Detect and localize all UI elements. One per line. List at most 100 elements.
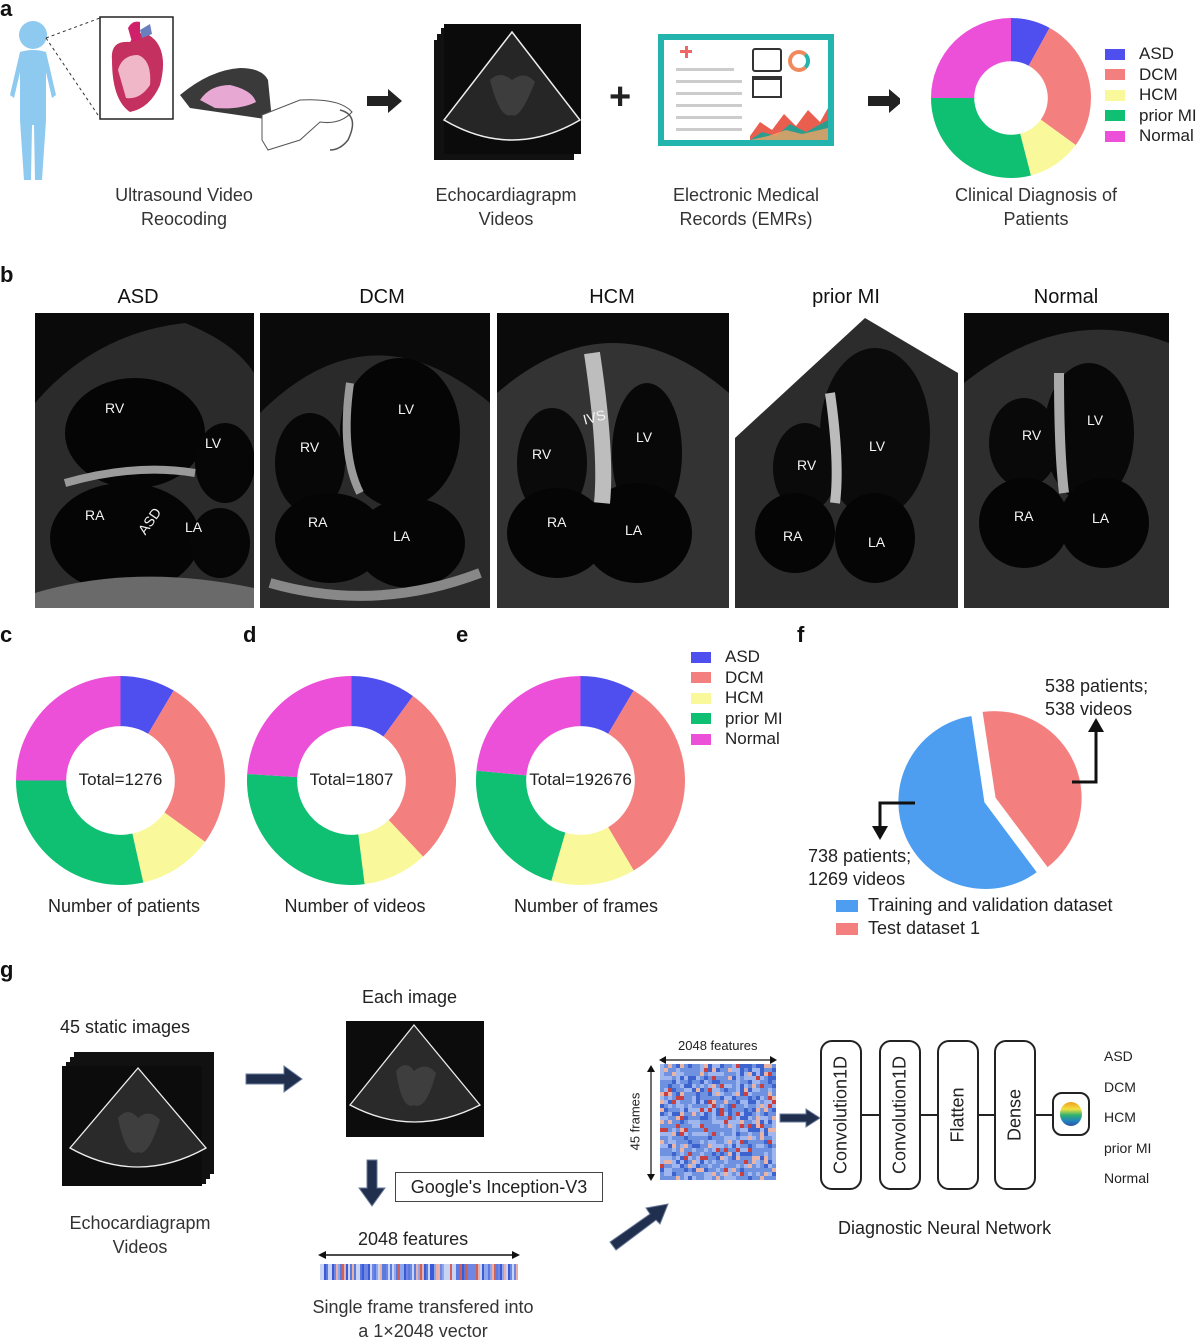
feature-stripe <box>368 1264 370 1280</box>
heatmap-cell <box>676 1096 680 1100</box>
heatmap-cell <box>736 1124 740 1128</box>
heatmap-cell <box>764 1104 768 1108</box>
heatmap-cell <box>740 1064 744 1068</box>
feature-stripe <box>516 1264 518 1280</box>
heatmap-cell <box>756 1068 760 1072</box>
legend-swatch <box>691 692 711 704</box>
heatmap-cell <box>736 1160 740 1164</box>
heatmap-cell <box>668 1140 672 1144</box>
heatmap-cell <box>688 1096 692 1100</box>
heatmap-cell <box>752 1116 756 1120</box>
heatmap-cell <box>660 1092 664 1096</box>
heatmap-cell <box>692 1092 696 1096</box>
heatmap-cell <box>748 1076 752 1080</box>
heatmap-cell <box>764 1112 768 1116</box>
legend-item-normal: Normal <box>1105 126 1197 147</box>
feature-stripe <box>472 1264 474 1280</box>
heatmap-cell <box>752 1148 756 1152</box>
heatmap-cell <box>716 1144 720 1148</box>
heatmap-cell <box>672 1136 676 1140</box>
heatmap-cell <box>704 1120 708 1124</box>
heatmap-cell <box>664 1164 668 1168</box>
panel-label-e: e <box>456 622 469 647</box>
heatmap-cell <box>728 1168 732 1172</box>
heatmap-cell <box>732 1136 736 1140</box>
heatmap-cell <box>676 1128 680 1132</box>
heatmap-cell <box>716 1092 720 1096</box>
legend-item-asd: ASD <box>1105 44 1197 65</box>
heatmap-cell <box>732 1076 736 1080</box>
panel-a-illustrations <box>10 16 900 180</box>
heatmap-cell <box>664 1128 668 1132</box>
heatmap-cell <box>664 1132 668 1136</box>
heatmap-cell <box>772 1148 776 1152</box>
heatmap-cell <box>752 1096 756 1100</box>
heatmap-cell <box>752 1072 756 1076</box>
heatmap-cell <box>684 1116 688 1120</box>
heatmap-cell <box>680 1108 684 1112</box>
heatmap-cell <box>692 1116 696 1120</box>
legend-item-asd: ASD <box>691 647 783 668</box>
heatmap-cell <box>712 1156 716 1160</box>
heatmap-cell <box>700 1164 704 1168</box>
feature-heatmap <box>660 1064 776 1180</box>
heatmap-cell <box>692 1164 696 1168</box>
heatmap-cell <box>664 1176 668 1180</box>
heatmap-cell <box>684 1120 688 1124</box>
heatmap-cell <box>688 1108 692 1112</box>
heatmap-cell <box>724 1140 728 1144</box>
layer-conv1d-1[interactable]: Convolution1D <box>820 1040 862 1190</box>
heatmap-cell <box>728 1072 732 1076</box>
heatmap-cell <box>660 1144 664 1148</box>
pie-slice-test <box>980 709 1084 870</box>
heatmap-cell <box>728 1164 732 1168</box>
heatmap-cell <box>700 1140 704 1144</box>
donut-slice-hcm <box>132 812 206 883</box>
heatmap-cell <box>740 1176 744 1180</box>
heatmap-cell <box>688 1144 692 1148</box>
heatmap-cell <box>732 1152 736 1156</box>
donut-slice-dcm <box>1028 27 1091 146</box>
heatmap-cell <box>748 1112 752 1116</box>
heatmap-cell <box>664 1068 668 1072</box>
heatmap-cell <box>692 1128 696 1132</box>
heatmap-cell <box>676 1124 680 1128</box>
heatmap-cell <box>688 1148 692 1152</box>
heatmap-cell <box>748 1124 752 1128</box>
heatmap-cell <box>684 1104 688 1108</box>
heatmap-cell <box>720 1088 724 1092</box>
legend-swatch <box>691 651 711 663</box>
feature-stripe <box>450 1264 452 1280</box>
heatmap-cell <box>736 1108 740 1112</box>
heatmap-cell <box>724 1152 728 1156</box>
heatmap-cell <box>684 1164 688 1168</box>
heatmap-cell <box>740 1120 744 1124</box>
heatmap-cell <box>756 1084 760 1088</box>
heatmap-cell <box>752 1112 756 1116</box>
heatmap-cell <box>688 1156 692 1160</box>
echo-label: RV <box>1022 427 1042 443</box>
panel-g-arrows <box>245 1065 821 1251</box>
feature-stripe <box>338 1264 340 1280</box>
donut-slice-normal <box>16 676 121 781</box>
heatmap-cell <box>756 1156 760 1160</box>
heatmap-cell <box>720 1164 724 1168</box>
heatmap-cell <box>712 1076 716 1080</box>
heatmap-cell <box>700 1064 704 1068</box>
heatmap-cell <box>660 1076 664 1080</box>
heatmap-cell <box>704 1156 708 1160</box>
feature-stripe <box>494 1264 496 1280</box>
heatmap-cell <box>772 1176 776 1180</box>
feature-stripe <box>428 1264 430 1280</box>
heatmap-cell <box>720 1172 724 1176</box>
heatmap-cell <box>708 1132 712 1136</box>
heatmap-cell <box>752 1104 756 1108</box>
heatmap-cell <box>736 1172 740 1176</box>
heatmap-cell <box>732 1168 736 1172</box>
feature-stripe <box>382 1264 384 1280</box>
feature-stripe <box>322 1264 324 1280</box>
feature-stripe <box>360 1264 362 1280</box>
heatmap-cell <box>676 1156 680 1160</box>
heatmap-cell <box>752 1088 756 1092</box>
heatmap-cell <box>672 1128 676 1132</box>
